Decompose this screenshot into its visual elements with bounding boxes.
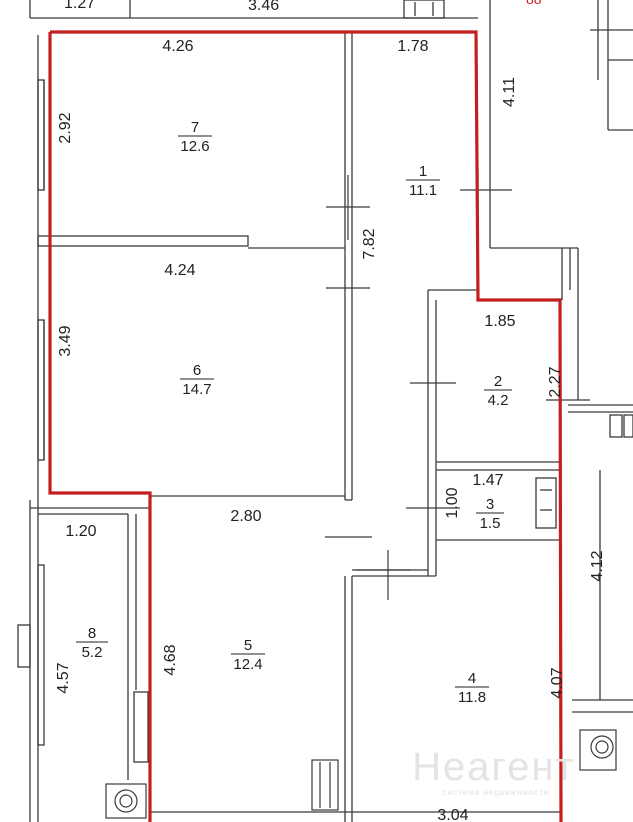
watermark-tagline: система недвижимости [443,788,550,797]
dim-4-11: 4.11 [501,77,518,107]
dim-1-20: 1.20 [65,523,96,540]
dim-4-26: 4.26 [162,38,193,55]
room-area: 12.6 [180,138,209,155]
room-area: 11.1 [409,182,437,199]
dim-3-49: 3.49 [57,325,74,356]
room-number: 7 [191,119,199,136]
dim-2-92: 2.92 [57,112,74,143]
room-number: 1 [419,163,427,180]
room-number: 4 [468,670,476,687]
drain-room-4 [590,735,614,759]
room-area: 12.4 [233,656,262,673]
radiator-room-5 [311,759,339,811]
dim-7-82: 7.82 [361,228,378,259]
dimensions: 4.26 1.78 4.11 2.92 7.82 4.24 3.49 1.85 … [55,38,606,822]
drain-room-8 [114,789,138,813]
room-number: 8 [88,625,96,642]
room-5: 5 12.4 [231,637,265,673]
room-3: 3 1.5 [476,496,504,532]
dim-1-85: 1.85 [484,313,515,330]
dim-4-57: 4.57 [55,662,72,693]
dim-1-00: 1.00 [444,487,461,518]
dim-1-47: 1.47 [472,472,503,489]
room-area: 5.2 [82,644,103,661]
watermark: Неагент система недвижимости [412,745,576,797]
room-number: 5 [244,637,252,654]
dim-1-78: 1.78 [397,38,428,55]
walls [17,0,633,822]
room-2: 2 4.2 [484,373,512,409]
room-area: 1.5 [480,515,501,532]
room-number: 3 [486,496,494,513]
room-area: 14.7 [182,381,211,398]
dim-2-80: 2.80 [230,508,261,525]
top-red-number: 88 [526,0,542,7]
watermark-logo: Неагент [412,745,576,789]
room-number: 6 [193,362,201,379]
top-dim-left: 1.27 [64,0,95,12]
dim-4-07: 4.07 [549,667,566,698]
fixtures [105,729,617,819]
top-dim-center: 3.46 [248,0,279,14]
dim-4-12: 4.12 [589,550,606,581]
radiator-room-4 [579,729,617,771]
room-4: 4 11.8 [455,670,489,706]
room-number: 2 [494,373,502,390]
room-area: 11.8 [458,689,486,706]
room-7: 7 12.6 [178,119,212,155]
dim-3-04: 3.04 [437,807,468,822]
dim-4-68: 4.68 [162,644,179,675]
dim-4-24: 4.24 [164,262,195,279]
dim-2-27: 2.27 [547,366,564,397]
room-area: 4.2 [488,392,509,409]
room-1: 1 11.1 [406,163,440,199]
room-8: 8 5.2 [76,625,108,661]
apartment-outline [48,30,563,822]
room-6: 6 14.7 [180,362,214,398]
